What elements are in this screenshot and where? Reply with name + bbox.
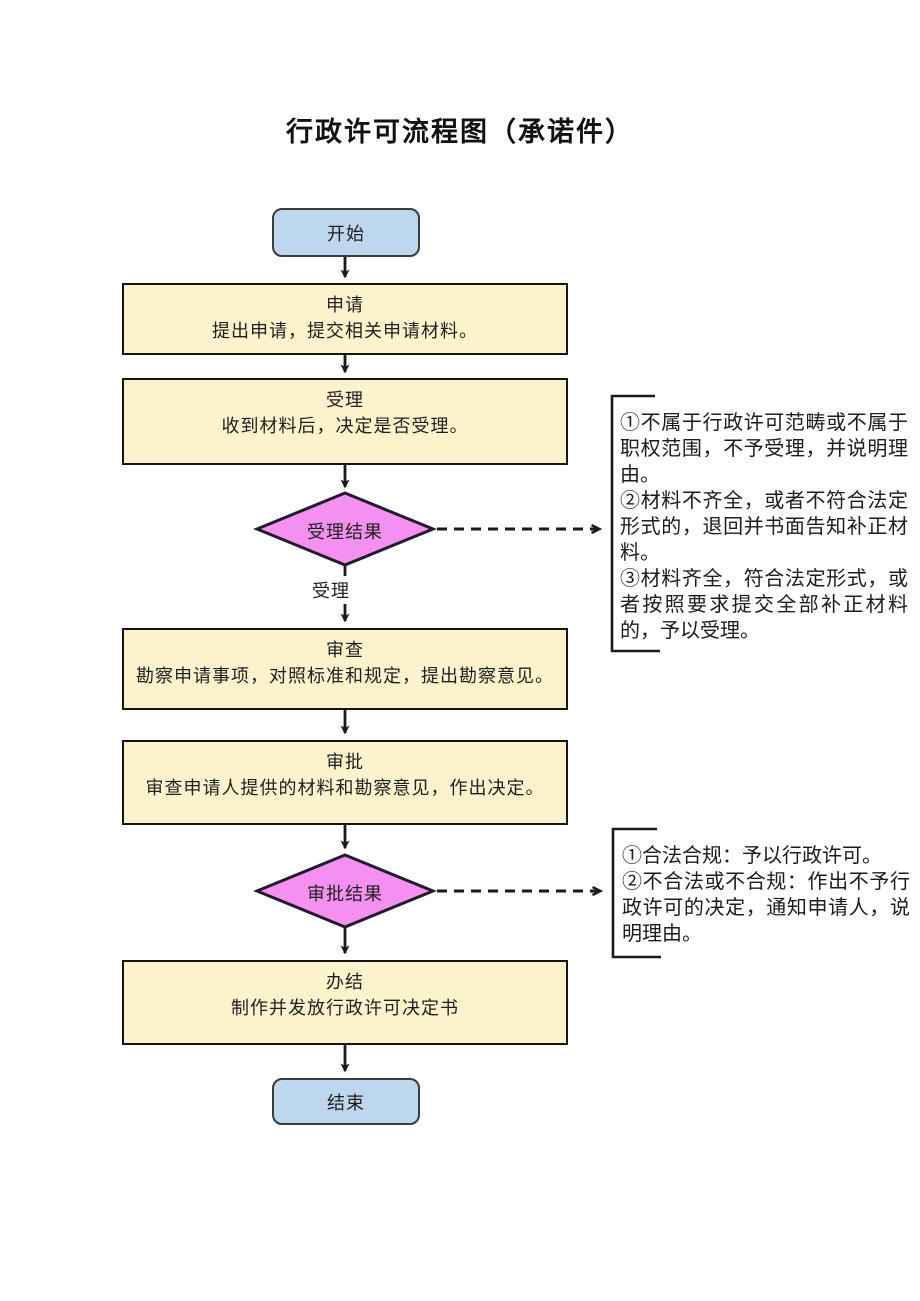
process-name: 申请 [326, 295, 364, 315]
process-desc: 提出申请，提交相关申请材料。 [212, 321, 478, 341]
note-item: ①不属于行政许可范畴或不属于职权范围，不予受理，并说明理由。 [620, 412, 908, 486]
note-item: ②不合法或不合规：作出不予行政许可的决定，通知申请人，说明理由。 [622, 871, 910, 945]
decision-diamond-approval [253, 853, 437, 929]
start-node: 开始 [272, 208, 420, 257]
note-block-acceptance: ①不属于行政许可范畴或不属于职权范围，不予受理，并说明理由。 ②材料不齐全，或者… [620, 410, 908, 644]
process-name: 受理 [326, 390, 364, 410]
note-bracket-1 [610, 394, 660, 653]
decision-label-approval: 审批结果 [307, 884, 383, 904]
process-box-apply: 申请 提出申请，提交相关申请材料。 [122, 283, 568, 355]
note-bracket-2 [611, 827, 661, 959]
note-item: ②材料不齐全，或者不符合法定形式的，退回并书面告知补正材料。 [620, 490, 908, 564]
note-item: ③材料齐全，符合法定形式，或者按照要求提交全部补正材料的，予以受理。 [620, 568, 908, 642]
process-name: 审批 [326, 752, 364, 772]
page-title: 行政许可流程图（承诺件） [286, 117, 634, 147]
note-item: ①合法合规：予以行政许可。 [622, 845, 882, 867]
note-block-approval: ①合法合规：予以行政许可。 ②不合法或不合规：作出不予行政许可的决定，通知申请人… [622, 843, 910, 947]
process-desc: 制作并发放行政许可决定书 [231, 998, 459, 1018]
end-node: 结束 [272, 1078, 420, 1125]
process-box-approve: 审批 审查申请人提供的材料和勘察意见，作出决定。 [122, 740, 568, 825]
process-desc: 收到材料后，决定是否受理。 [221, 416, 469, 436]
process-box-review: 审查 勘察申请事项，对照标准和规定，提出勘察意见。 [122, 628, 568, 710]
decision-label-acceptance: 受理结果 [307, 522, 383, 542]
decision-diamond-acceptance [253, 491, 437, 567]
process-desc: 审查申请人提供的材料和勘察意见，作出决定。 [145, 778, 545, 798]
start-node-label: 开始 [327, 223, 365, 244]
end-node-label: 结束 [327, 1092, 365, 1113]
process-name: 办结 [326, 972, 364, 992]
process-box-finish: 办结 制作并发放行政许可决定书 [122, 960, 568, 1045]
process-name: 审查 [326, 640, 364, 660]
process-box-accept: 受理 收到材料后，决定是否受理。 [122, 378, 568, 465]
process-desc: 勘察申请事项，对照标准和规定，提出勘察意见。 [136, 666, 554, 686]
edge-label-accepted: 受理 [312, 581, 350, 601]
